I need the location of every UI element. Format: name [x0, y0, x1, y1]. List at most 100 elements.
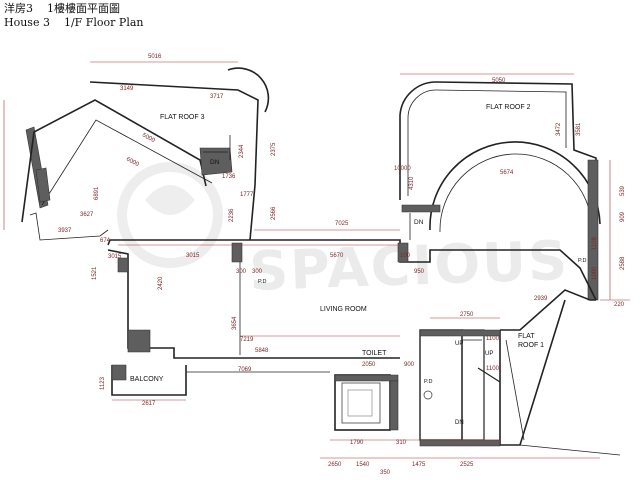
roof-2-inner [407, 89, 567, 196]
roof-2-curved-wall [429, 141, 601, 231]
roof-lower-edge [29, 212, 109, 241]
dim-2939: 2939 [534, 296, 548, 302]
stair-wall [419, 329, 501, 337]
dim-5016: 5016 [148, 54, 162, 60]
column [397, 242, 409, 263]
label-flat-roof-3: FLAT ROOF 3 [160, 114, 205, 121]
label-flat-roof-1-a: FLAT [518, 333, 535, 340]
label-flat-roof-2: FLAT ROOF 2 [486, 104, 531, 111]
roof-inner-edge [41, 119, 213, 206]
dim-300b: 300 [252, 269, 263, 275]
roof-2-outline [399, 81, 597, 300]
dim-900: 900 [404, 362, 415, 368]
dim-3717: 3717 [210, 94, 224, 100]
dim-1736: 1736 [222, 174, 236, 180]
dim-2375: 2375 [271, 142, 277, 156]
stair-flight [461, 329, 485, 441]
dim-5000: 5000 [141, 132, 156, 144]
flat-roof-3-area: FLAT ROOF 3 DN [21, 67, 270, 241]
wall-block [35, 167, 51, 203]
label-pd-left: P.D [258, 279, 266, 285]
dim-7025: 7025 [335, 221, 349, 227]
roof-3-curved-bay [227, 67, 270, 113]
label-dn-stair: DN [455, 420, 464, 426]
flat-roof-2-area: FLAT ROOF 2 DN P.D [399, 81, 601, 301]
dimension-lines [3, 61, 630, 459]
dim-5670: 5670 [330, 253, 344, 259]
dim-950: 950 [414, 269, 425, 275]
dim-6891: 6891 [94, 186, 100, 200]
dim-5848: 5848 [255, 348, 269, 354]
title-en-floor: 1/F Floor Plan [63, 16, 144, 29]
flat-roof-1-ramp [505, 339, 525, 441]
stair-wall [419, 439, 501, 447]
header-en-line: House 3 1/F Floor Plan [4, 16, 264, 30]
site-boundary [519, 444, 621, 456]
toilet-shower-inner [347, 389, 373, 417]
dim-7219: 7219 [240, 337, 254, 343]
label-balcony: BALCONY [130, 376, 164, 383]
label-up-1: UP [455, 341, 463, 347]
title-en-house: House 3 [4, 16, 50, 29]
dim-1521: 1521 [92, 266, 98, 280]
dim-3937: 3937 [58, 228, 72, 234]
dim-3627: 3627 [80, 212, 94, 218]
dim-2588: 2588 [620, 256, 626, 270]
dim-4310: 4310 [409, 176, 415, 190]
dim-1108: 1108 [592, 236, 598, 250]
dim-7069: 7069 [238, 367, 252, 373]
dim-350: 350 [380, 470, 391, 476]
dim-310: 310 [396, 440, 407, 446]
balcony-wall [111, 364, 127, 381]
dim-2236: 2236 [229, 208, 235, 222]
roof-2-curved-inner [439, 153, 593, 233]
label-pd-right: P.D [578, 258, 586, 264]
label-living-room: LIVING ROOM [320, 306, 367, 313]
dim-2617: 2617 [142, 401, 156, 407]
dimension-labels: 5016 3149 3717 5050 5000 6000 6891 3627 … [58, 54, 626, 476]
toilet-wall [334, 374, 399, 382]
label-dn-flat-roof-2: DN [414, 219, 424, 226]
dim-3581: 3581 [576, 122, 582, 136]
dim-300a: 300 [236, 269, 247, 275]
watermark-text: SPACIOUS [248, 229, 570, 303]
flat-roof-1-edge [499, 299, 566, 446]
dim-2420: 2420 [158, 276, 164, 290]
dim-2344: 2344 [239, 144, 245, 158]
dim-100: 100 [400, 253, 411, 259]
living-room-west-wall [107, 249, 400, 359]
label-flat-roof-1-b: ROOF 1 [518, 342, 544, 349]
flat-roof-1-outline [500, 289, 596, 331]
label-dn-flat-roof-3: DN [210, 159, 220, 166]
dim-220: 220 [614, 302, 625, 308]
label-pd-small: P.D [424, 379, 432, 385]
dim-674: 674 [100, 238, 111, 244]
stair-flat-roof-3 [199, 147, 233, 176]
dim-1790: 1790 [350, 440, 364, 446]
dim-2566: 2566 [271, 206, 277, 220]
dim-5674: 5674 [500, 170, 514, 176]
toilet-fixture [423, 390, 433, 400]
wall-pier [127, 329, 151, 353]
dim-6000: 6000 [125, 156, 140, 168]
roof-3-top-boundary [89, 81, 259, 241]
dim-3015: 3015 [186, 253, 200, 259]
column [231, 242, 243, 263]
label-toilet: TOILET [362, 350, 387, 357]
main-floor: LIVING ROOM BALCONY TOILET FLAT [107, 239, 621, 456]
dim-2525: 2525 [460, 462, 474, 468]
dim-1100a: 1100 [486, 336, 500, 342]
living-room-north-wall [107, 239, 597, 301]
watermark-logo-mark [145, 185, 195, 215]
roof-2-east-wall [587, 159, 599, 301]
dim-1100b: 1100 [486, 366, 500, 372]
dim-2050: 2050 [362, 362, 376, 368]
toilet-wall [389, 380, 399, 431]
watermark-logo-ring [117, 162, 223, 268]
dim-10000: 10000 [394, 166, 411, 172]
title-zh-house: 洋房3 [4, 2, 33, 15]
